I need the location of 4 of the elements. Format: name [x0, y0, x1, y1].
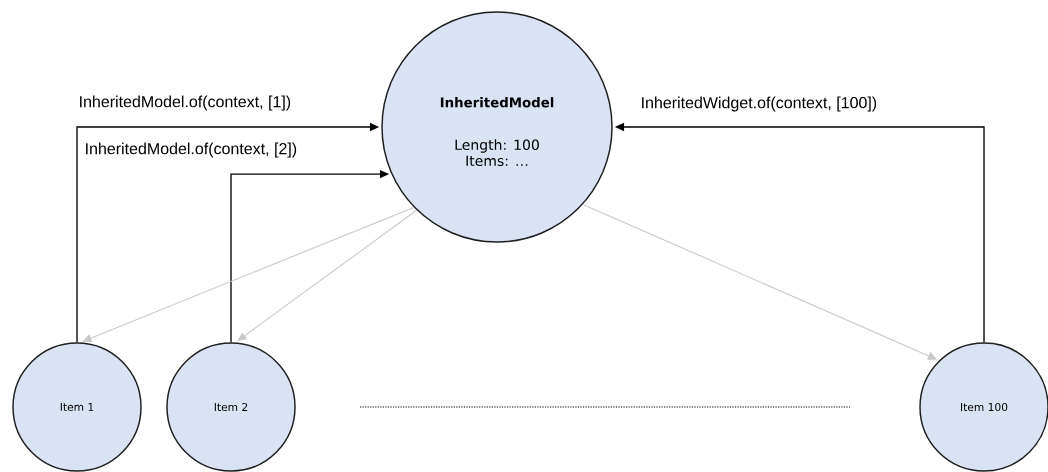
- arrow: [82, 206, 415, 342]
- edge-label: InheritedModel.of(context, [1]): [77, 94, 293, 112]
- edge-label: InheritedWidget.of(context, [100]): [639, 95, 879, 113]
- edge-label: InheritedModel.of(context, [2]): [83, 141, 299, 159]
